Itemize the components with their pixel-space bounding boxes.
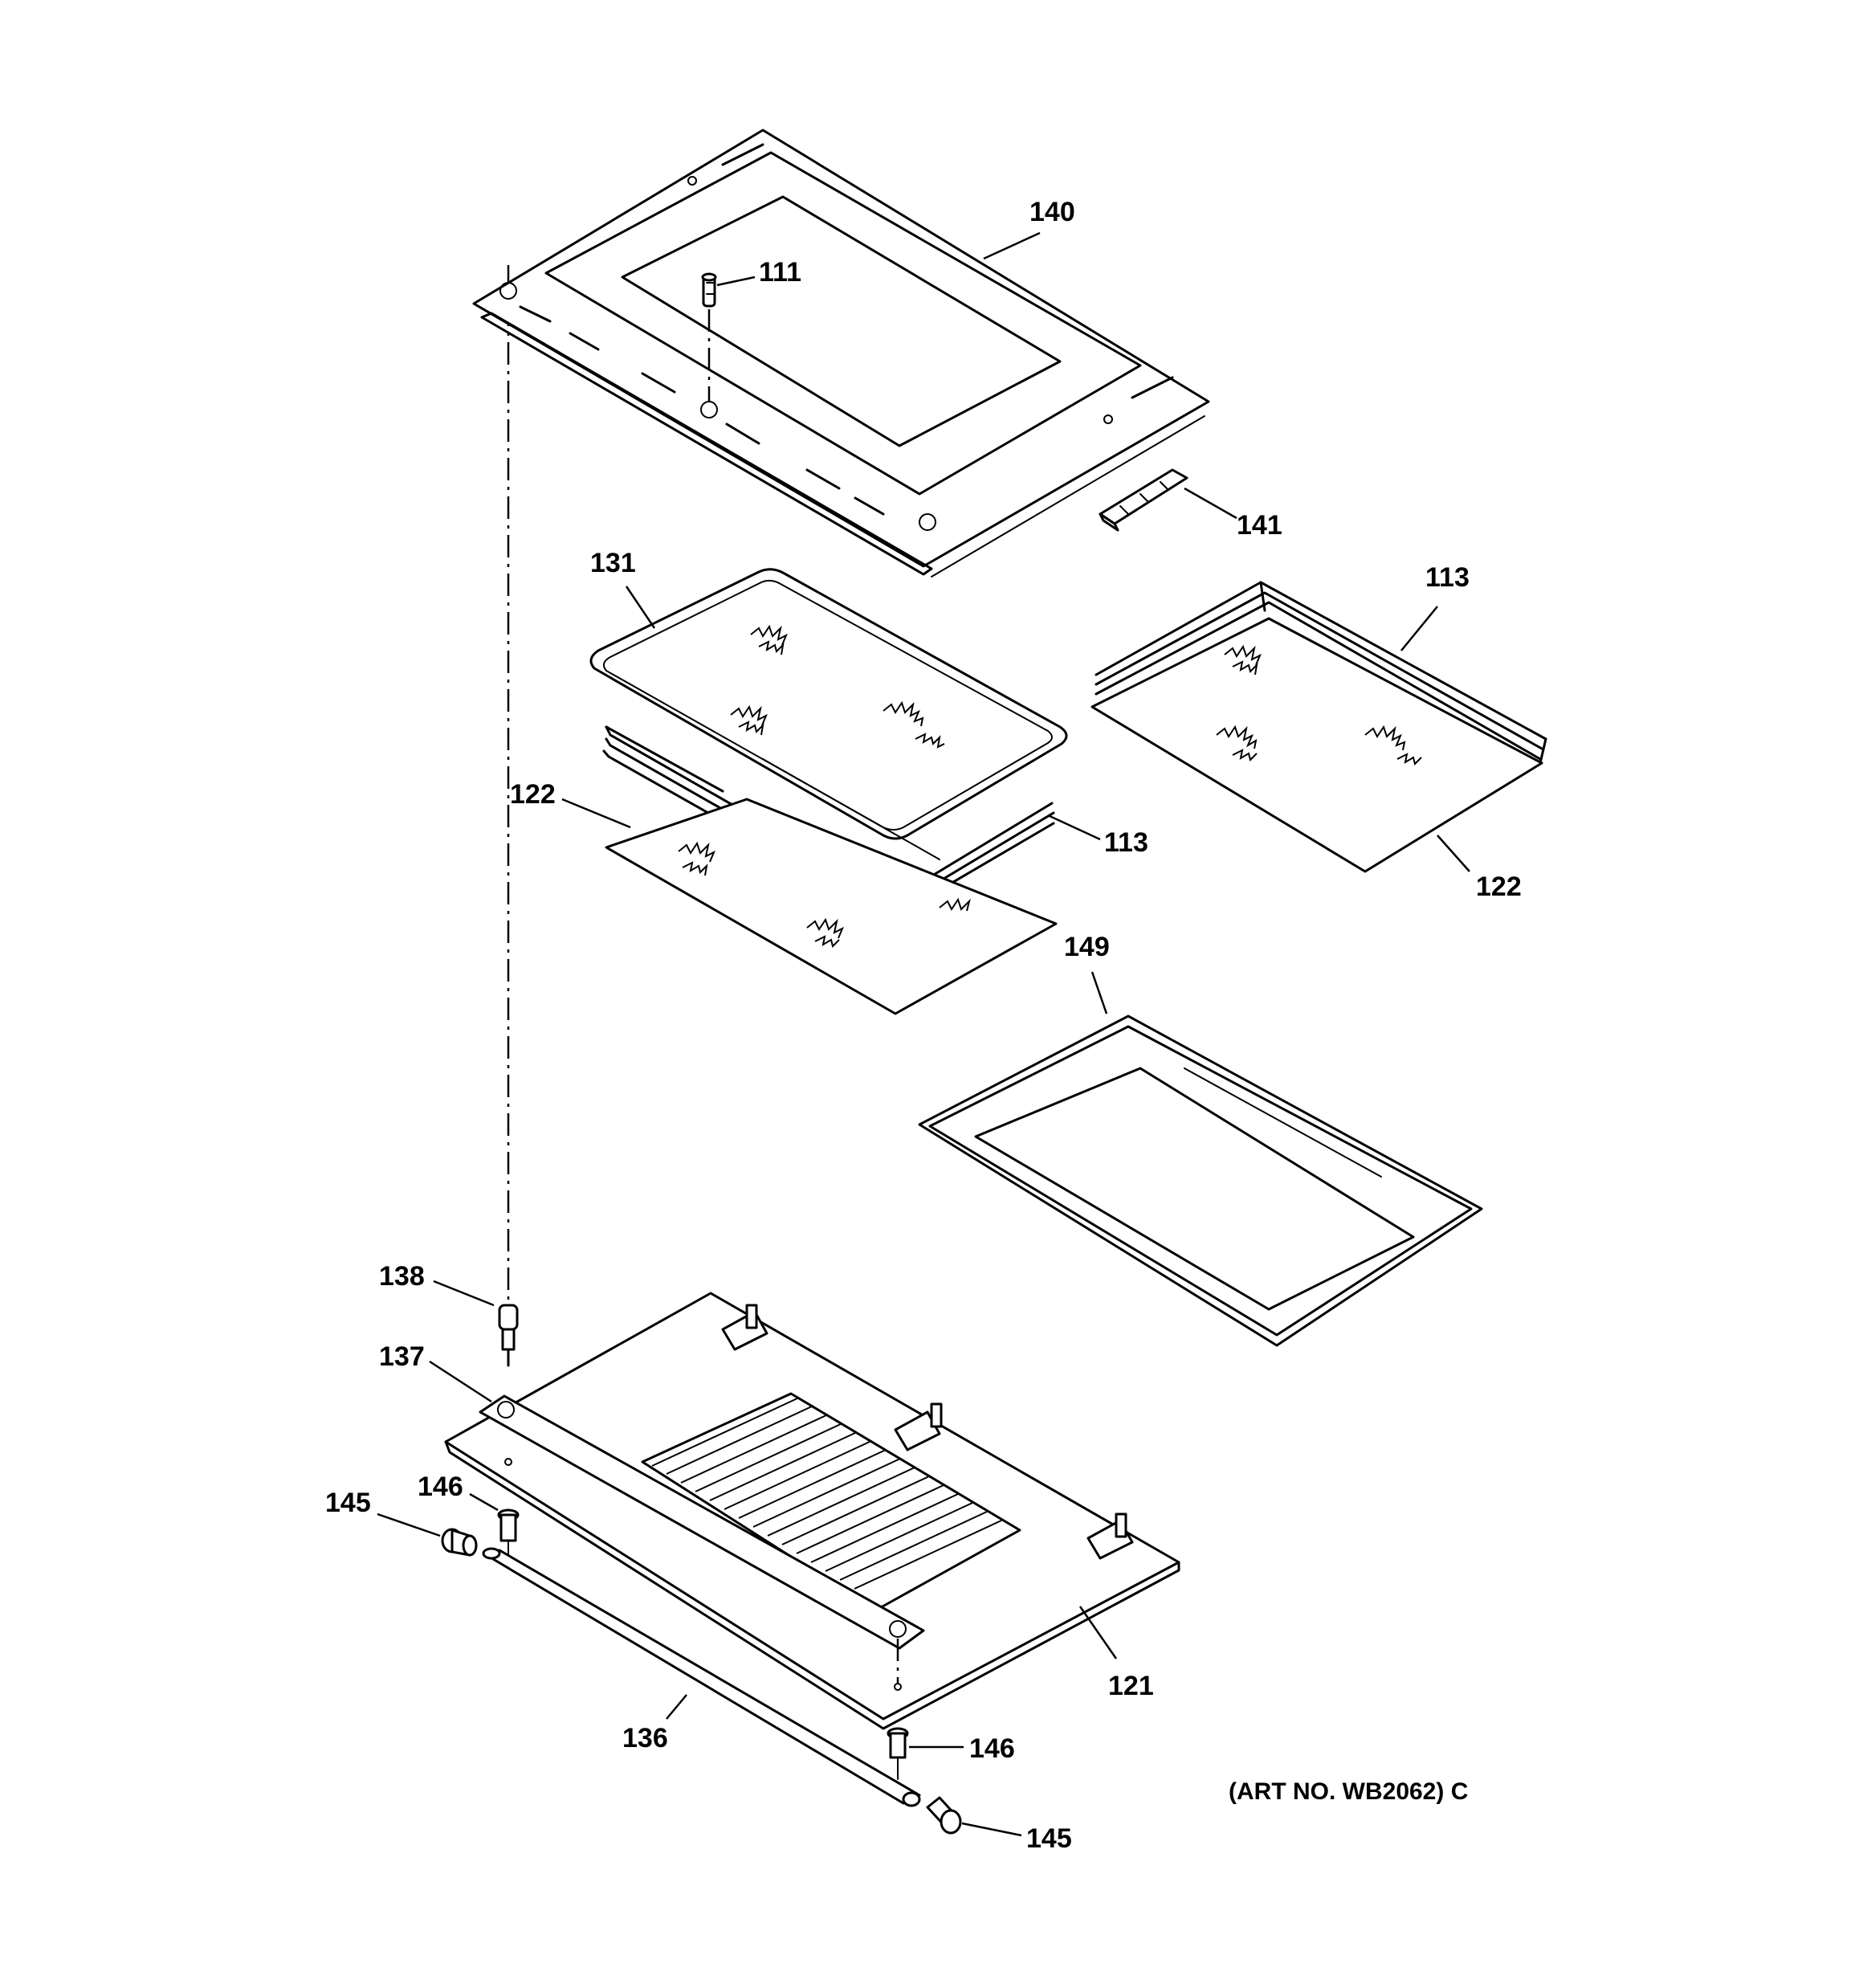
label-138: 138 xyxy=(379,1261,425,1292)
label-140: 140 xyxy=(1029,197,1075,227)
label-131: 131 xyxy=(590,548,636,578)
label-149: 149 xyxy=(1064,932,1110,962)
part-111-stud xyxy=(701,272,717,402)
label-122-right: 122 xyxy=(1476,872,1522,902)
label-146-lower: 146 xyxy=(969,1733,1015,1764)
label-145-upper: 145 xyxy=(325,1488,371,1518)
part-137-strip xyxy=(479,1394,925,1691)
label-137: 137 xyxy=(379,1341,425,1372)
part-145-endcap-upper xyxy=(441,1528,478,1557)
label-111: 111 xyxy=(759,257,801,288)
part-136-handle-rod xyxy=(482,1547,921,1807)
label-122-left: 122 xyxy=(510,779,556,810)
part-149-frame xyxy=(918,1014,1483,1347)
part-113-channel-right xyxy=(1095,581,1547,765)
part-146-spacer-lower xyxy=(887,1727,909,1780)
part-138-standoff xyxy=(498,1304,519,1367)
part-145-endcap-lower xyxy=(926,1796,962,1835)
label-113-right: 113 xyxy=(1425,562,1470,593)
part-141-bracket xyxy=(1099,468,1188,532)
part-122-glass-right xyxy=(1090,617,1543,873)
part-140-top-panel xyxy=(472,129,1210,578)
leader-lines xyxy=(377,231,1470,1837)
vent-grille xyxy=(651,1397,1002,1590)
label-121: 121 xyxy=(1108,1671,1154,1701)
art-number: (ART NO. WB2062) C xyxy=(1229,1778,1468,1805)
label-136: 136 xyxy=(622,1723,668,1753)
part-121-outer-panel xyxy=(444,1292,1180,1730)
label-146-upper: 146 xyxy=(418,1472,463,1502)
label-145-lower: 145 xyxy=(1026,1823,1072,1854)
label-141: 141 xyxy=(1237,510,1282,541)
part-146-spacer-upper xyxy=(497,1508,520,1563)
part-131-gasket xyxy=(589,568,1068,840)
part-122-glass-left xyxy=(605,798,1058,1015)
label-113-left: 113 xyxy=(1104,827,1148,858)
